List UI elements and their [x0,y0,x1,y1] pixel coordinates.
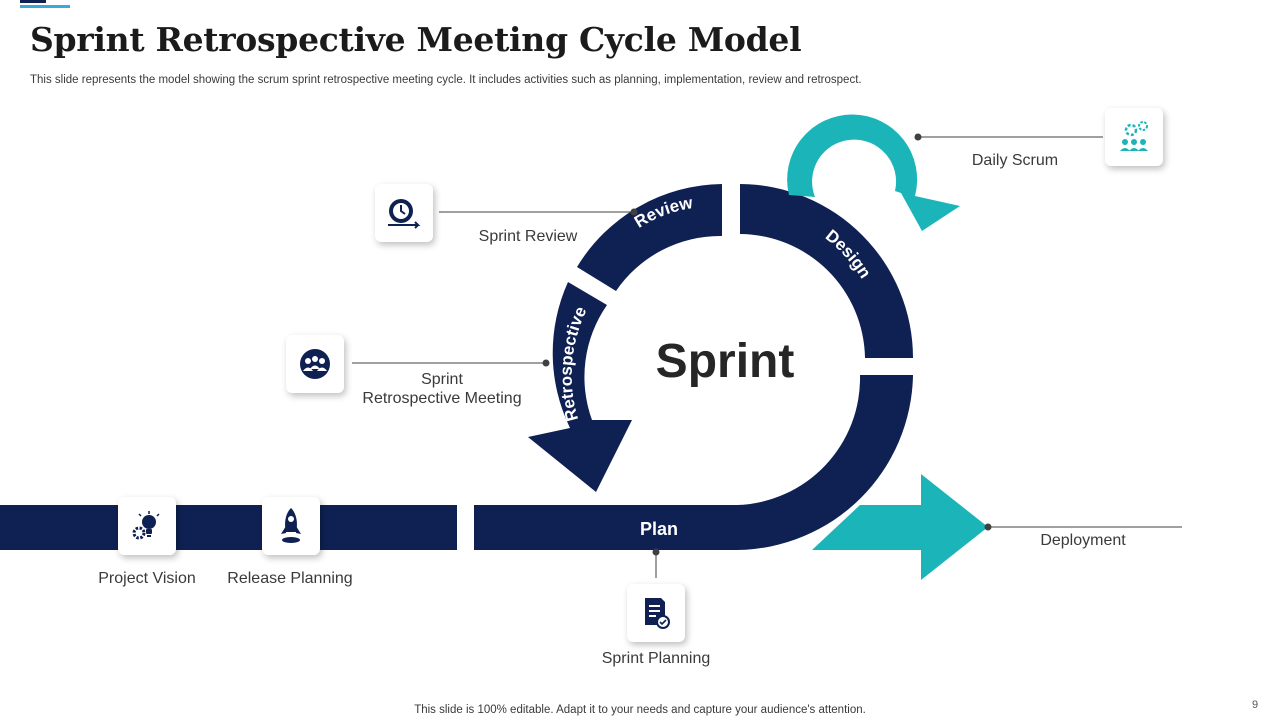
review-segment [577,184,722,291]
page-number: 9 [1252,699,1259,711]
deployment-label: Deployment [1040,532,1126,549]
sprint-review-label: Sprint Review [478,228,578,245]
sprint-planning-label: Sprint Planning [601,650,711,667]
accent-bar-blue [20,5,70,8]
sprint-review-icon-box [375,184,433,242]
page-subtitle: This slide represents the model showing … [30,74,862,86]
retro-meeting-label-line1: Sprint [421,371,463,388]
project-vision-icon-box [118,497,176,555]
accent-bar-dark [20,0,46,3]
project-vision-label: Project Vision [98,570,196,587]
sprint-planning-icon-box [627,584,685,642]
team-gear-icon [1120,121,1148,151]
connector-dot [984,523,992,531]
group-meeting-icon [300,349,330,379]
document-icon [645,598,670,629]
retrospective-segment [528,282,632,492]
page-title: Sprint Retrospective Meeting Cycle Model [30,20,802,59]
connector-dot [542,359,550,367]
plan-segment [474,375,913,550]
release-planning-icon-box [262,497,320,555]
lightbulb-gear-icon [132,511,160,540]
connector-dot [652,548,660,556]
daily-scrum-label: Daily Scrum [971,152,1059,169]
connector-dot [914,133,922,141]
sprint-center-label: Sprint [655,335,795,388]
footer-note: This slide is 100% editable. Adapt it to… [414,704,866,716]
top-accent [20,0,70,8]
daily-scrum-icon-box [1105,108,1163,166]
clock-gear-icon [388,199,421,229]
plan-segment-label: Plan [640,519,678,539]
deployment-arrow [812,474,988,580]
daily-scrum-arrow [787,114,960,231]
connector-dot [630,208,638,216]
rocket-icon [281,508,301,543]
design-segment [740,184,914,358]
retro-meeting-label-line2: Retrospective Meeting [362,390,522,407]
timeline-bar-left [0,505,457,550]
retro-meeting-icon-box [286,335,344,393]
release-planning-label: Release Planning [227,570,353,587]
